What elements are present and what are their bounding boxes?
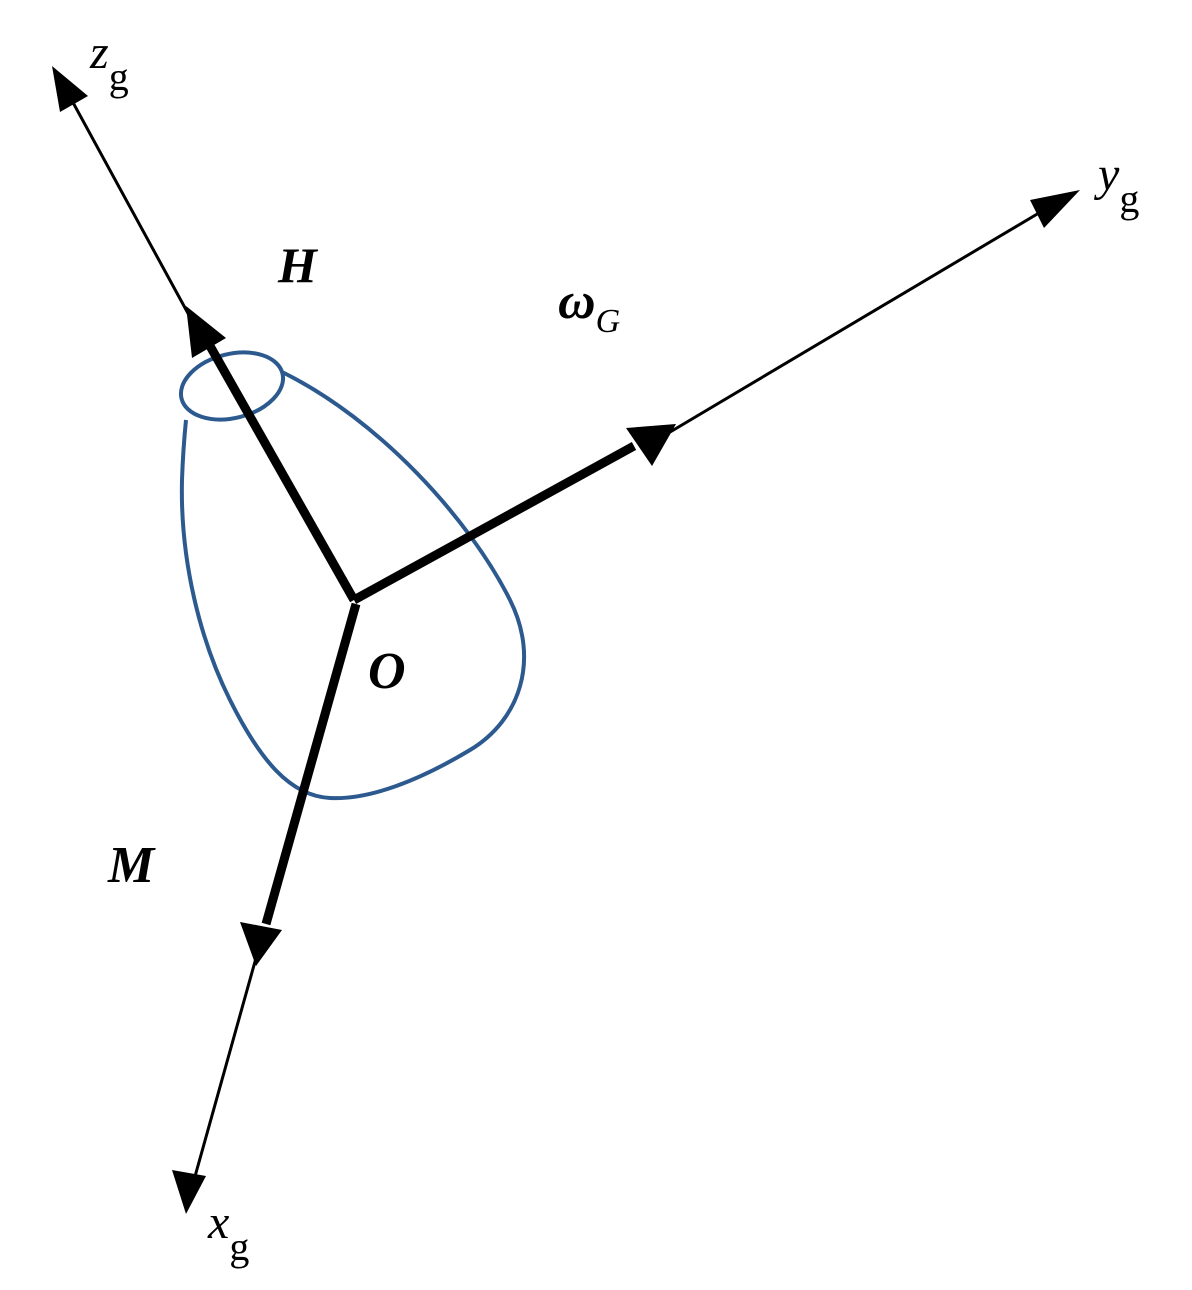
y-axis-line xyxy=(658,202,1056,440)
z-axis-arrowhead xyxy=(52,66,88,112)
x-axis-line xyxy=(192,956,258,1182)
z-axis-line xyxy=(62,84,198,330)
body-contour xyxy=(179,370,526,801)
angular-momentum-label: H xyxy=(277,237,319,293)
y-axis-label: yg xyxy=(1093,148,1139,221)
angular-velocity-arrowhead xyxy=(626,424,676,466)
x-axis-label: xg xyxy=(207,1196,249,1269)
angular-momentum-arrowhead xyxy=(186,306,226,358)
angular-velocity-vector xyxy=(351,442,637,604)
angular-velocity-label: ωG xyxy=(558,273,620,340)
x-axis-arrowhead xyxy=(172,1170,206,1214)
z-axis-label: zg xyxy=(89,26,129,99)
moment-label: M xyxy=(107,837,156,894)
origin-label: O xyxy=(368,643,406,700)
spinning-body-outline xyxy=(178,350,526,801)
moment-vector xyxy=(261,602,361,926)
y-axis-arrowhead xyxy=(1030,190,1080,228)
moment-arrowhead xyxy=(240,922,282,966)
angular-momentum-vector xyxy=(206,343,358,603)
